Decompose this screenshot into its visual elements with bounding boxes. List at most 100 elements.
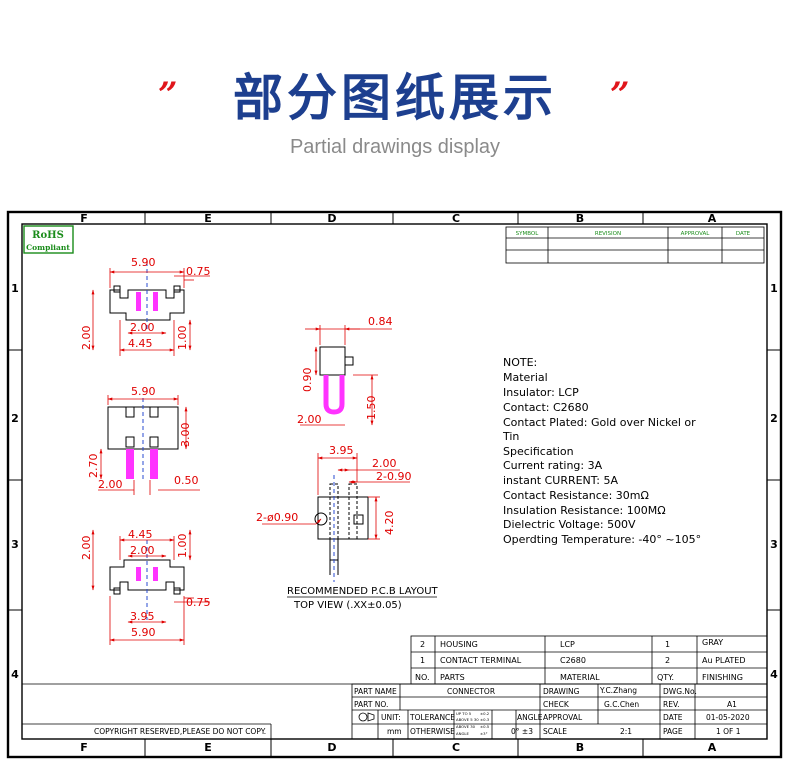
parts-row-finishing: GRAY xyxy=(702,638,723,647)
pcb-layout-title: RECOMMENDED P.C.B LAYOUT xyxy=(287,586,439,597)
page-subtitle: Partial drawings display xyxy=(289,136,501,158)
dim-bot-445: 4.45 xyxy=(128,528,153,541)
date-label: DATE xyxy=(663,713,683,722)
scale-value: 2:1 xyxy=(620,727,632,736)
note-line: Contact Plated: Gold over Nickel or xyxy=(503,416,696,429)
unit-label: UNIT: xyxy=(381,713,401,722)
page-value: 1 OF 1 xyxy=(716,727,741,736)
column-letter-f-bottom: F xyxy=(80,741,88,754)
parts-row-finishing: Au PLATED xyxy=(702,656,746,665)
dim-pcb-395: 3.95 xyxy=(329,444,354,457)
note-line: Insulator: LCP xyxy=(503,386,579,399)
dim-side-084: 0.84 xyxy=(368,315,393,328)
column-letter-c-top: C xyxy=(452,212,460,225)
row-number-3-right: 3 xyxy=(770,538,778,551)
drawing-frame xyxy=(6,210,783,759)
dim-mid-590: 5.90 xyxy=(131,385,156,398)
parts-row-part: HOUSING xyxy=(440,640,478,649)
dim-side-090: 0.90 xyxy=(301,368,314,393)
angle-value: 0° ±3 xyxy=(511,727,533,736)
approval-label: APPROVAL xyxy=(543,713,583,722)
dim-mid-270: 2.70 xyxy=(87,454,100,479)
tolerance-value: ±0.3 xyxy=(480,717,490,722)
tolerance-range: UP TO 5 xyxy=(456,711,472,716)
parts-header-no: NO. xyxy=(415,673,430,682)
column-letter-b-top: B xyxy=(576,212,584,225)
dim-mid-050: 0.50 xyxy=(174,474,199,487)
rev-header-revision: REVISION xyxy=(595,231,621,237)
copyright-text: COPYRIGHT RESERVED,PLEASE DO NOT COPY. xyxy=(94,727,266,736)
note-line: Insulation Resistance: 100MΩ xyxy=(503,504,666,517)
note-line: Material xyxy=(503,371,548,384)
tolerance-value: ±3° xyxy=(480,731,488,736)
dim-front-top-200w: 2.00 xyxy=(130,321,155,334)
dim-bot-100: 1.00 xyxy=(176,534,189,559)
dim-pcb-200: 2.00 xyxy=(372,457,397,470)
tolerance-label: TOLERANCE xyxy=(409,713,455,722)
dim-bot-200w: 2.00 xyxy=(130,544,155,557)
parts-row-qty: 1 xyxy=(665,640,670,649)
row-number-4-left: 4 xyxy=(11,668,19,681)
part-name-value: CONNECTOR xyxy=(447,687,495,696)
dim-front-top-200h: 2.00 xyxy=(80,326,93,351)
date-value: 01-05-2020 xyxy=(706,713,750,722)
drawing-value: Y.C.Zhang xyxy=(599,686,637,695)
note-line: Specification xyxy=(503,445,574,458)
scale-label: SCALE xyxy=(543,727,567,736)
column-letter-d-bottom: D xyxy=(327,741,336,754)
parts-row-material: C2680 xyxy=(560,656,586,665)
tolerance-range: ANGLE xyxy=(456,731,469,736)
row-number-2-left: 2 xyxy=(11,412,19,425)
column-letter-a-top: A xyxy=(708,212,717,225)
parts-row-part: CONTACT TERMINAL xyxy=(440,656,522,665)
tolerance-value: ±0.5 xyxy=(480,724,490,729)
front-view-top: 5.90 0.75 2.00 4.45 2.00 1.00 xyxy=(80,256,211,356)
left-quote-mark: ” xyxy=(158,75,178,115)
page-label: PAGE xyxy=(663,727,683,736)
angle-label: ANGLE xyxy=(517,713,543,722)
note-line: Operdting Temperature: -40° ~105° xyxy=(503,533,701,546)
dim-bot-200h: 2.00 xyxy=(80,536,93,561)
dim-side-150: 1.50 xyxy=(365,396,378,421)
parts-row-no: 1 xyxy=(420,656,425,665)
dim-front-top-075: 0.75 xyxy=(186,265,211,278)
row-number-3-left: 3 xyxy=(11,538,19,551)
row-number-1-left: 1 xyxy=(11,282,19,295)
note-line: NOTE: xyxy=(503,356,537,369)
title-block xyxy=(22,683,768,740)
front-view-bottom: 4.45 2.00 2.00 1.00 0.75 3.95 5.90 xyxy=(80,528,211,645)
dwg-no-label: DWG.No. xyxy=(663,687,697,696)
note-line: Current rating: 3A xyxy=(503,459,603,472)
unit-value: mm xyxy=(387,727,402,736)
right-quote-mark: ” xyxy=(610,75,630,115)
row-number-4-right: 4 xyxy=(770,668,778,681)
parts-header-part: PARTS xyxy=(440,673,465,682)
dim-bot-075: 0.75 xyxy=(186,596,211,609)
column-letter-b-bottom: B xyxy=(576,741,584,754)
dim-front-top-590: 5.90 xyxy=(131,256,156,269)
dim-front-top-100: 1.00 xyxy=(176,326,189,351)
dim-side-200: 2.00 xyxy=(297,413,322,426)
pcb-layout-view: 3.95 2.00 2-0.90 4.20 2-ø0.90 RECOMMENDE… xyxy=(256,444,439,611)
rev-label: REV. xyxy=(663,700,680,709)
revision-table xyxy=(505,226,765,264)
parts-header-qty: QTY. xyxy=(657,673,674,682)
dim-bot-395: 3.95 xyxy=(130,610,155,623)
part-no-label: PART NO. xyxy=(354,700,388,709)
rev-value: A1 xyxy=(727,700,737,709)
column-letter-f-top: F xyxy=(80,212,88,225)
dim-bot-590: 5.90 xyxy=(131,626,156,639)
rohs-compliant-label: Compliant xyxy=(26,243,70,252)
otherwise-label: OTHERWISE xyxy=(410,727,455,736)
parts-header-material: MATERIAL xyxy=(560,673,600,682)
notes-block: NOTE: Material Insulator: LCP Contact: C… xyxy=(502,356,701,546)
rohs-badge: RoHS Compliant xyxy=(23,225,74,254)
tolerance-range: ABOVE 30 xyxy=(456,724,476,729)
dim-mid-200: 2.00 xyxy=(98,478,123,491)
row-number-2-right: 2 xyxy=(770,412,778,425)
parts-row-qty: 2 xyxy=(665,656,670,665)
check-label: CHECK xyxy=(543,700,570,709)
column-letter-c-bottom: C xyxy=(452,741,460,754)
front-view-middle: 5.90 3.00 2.70 2.00 0.50 xyxy=(87,385,200,495)
